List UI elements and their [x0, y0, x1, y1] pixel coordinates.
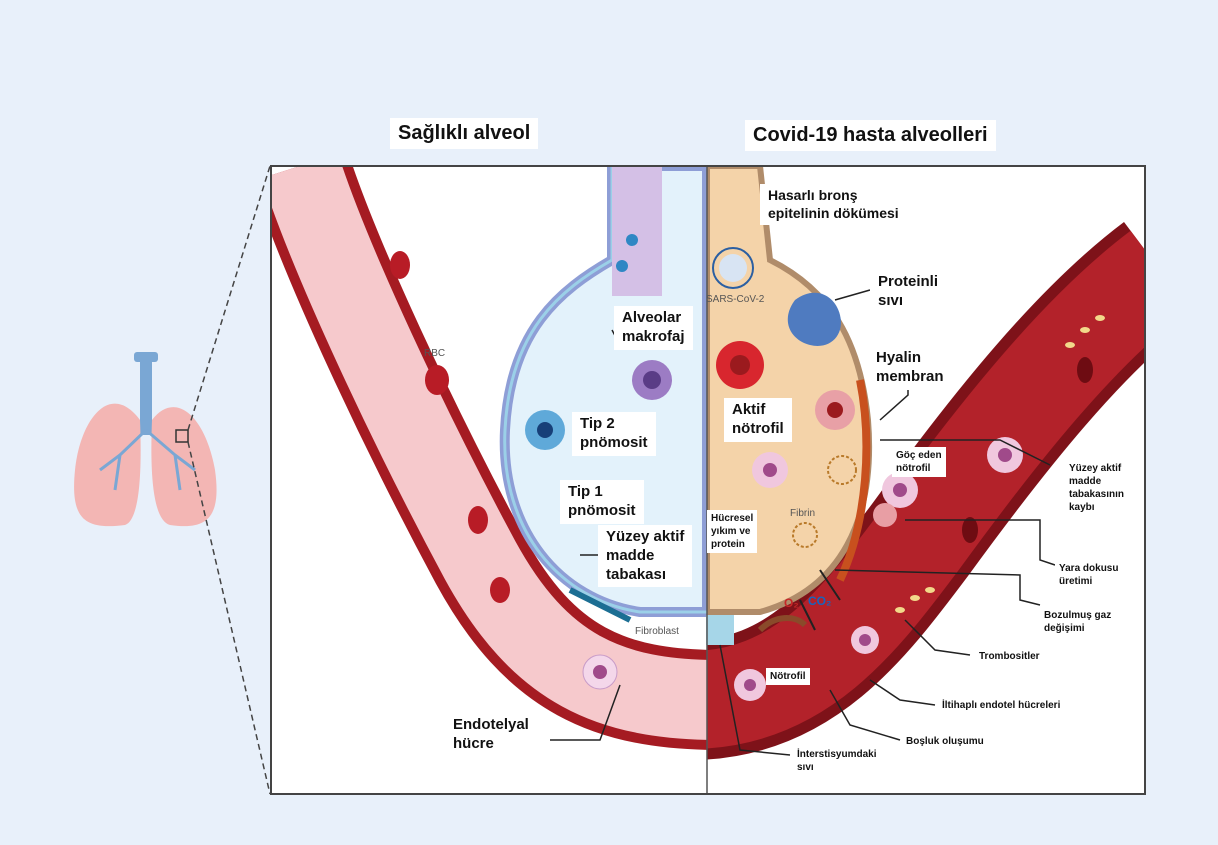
label-type1-pneumocyte: Tip 1 pnömosit [560, 480, 644, 524]
label-fibrin: Fibrin [790, 508, 815, 519]
title-covid: Covid-19 hasta alveolleri [745, 120, 996, 151]
title-healthy: Sağlıklı alveol [390, 118, 538, 149]
label-proteinaceous-fluid: Proteinli sıvı [870, 270, 946, 314]
label-sars-cov-2: SARS-CoV-2 [706, 294, 764, 305]
label-co2: CO₂ [808, 594, 831, 608]
label-cell-breakdown: Hücresel yıkım ve protein [707, 510, 757, 553]
label-migrating-neutrophil: Göç eden nötrofil [892, 447, 946, 477]
label-bronchial-shedding: Hasarlı bronş epitelinin dökümesi [760, 184, 907, 225]
label-o2: O₂ [784, 596, 799, 610]
label-fibroblast: Fibroblast [635, 626, 679, 637]
label-neutrophil: Nötrofil [766, 668, 810, 685]
label-interstitial-fluid: İnterstisyumdaki sıvı [793, 746, 880, 776]
label-type2-pneumocyte: Tip 2 pnömosit [572, 412, 656, 456]
label-surfactant-loss: Yüzey aktif madde tabakasının kaybı [1065, 460, 1128, 516]
label-alveolar-macrophage: Alveolar makrofaj [614, 306, 693, 350]
label-rbc: RBC [424, 348, 445, 359]
zoom-line-bottom [188, 442, 270, 794]
zoom-line-top [188, 166, 270, 430]
label-scar-tissue: Yara dokusu üretimi [1055, 560, 1122, 590]
label-endothelial: Endotelyal hücre [445, 713, 537, 757]
label-surfactant: Yüzey aktif madde tabakası [598, 525, 692, 587]
lungs-icon [74, 352, 216, 526]
label-gap-formation: Boşluk oluşumu [902, 733, 988, 750]
label-hyaline-membrane: Hyalin membran [868, 346, 952, 390]
label-platelets: Trombositler [975, 648, 1044, 665]
label-inflamed-endothelium: İltihaplı endotel hücreleri [938, 697, 1064, 714]
label-active-neutrophil: Aktif nötrofil [724, 398, 792, 442]
label-impaired-gas-exchange: Bozulmuş gaz değişimi [1040, 607, 1115, 637]
